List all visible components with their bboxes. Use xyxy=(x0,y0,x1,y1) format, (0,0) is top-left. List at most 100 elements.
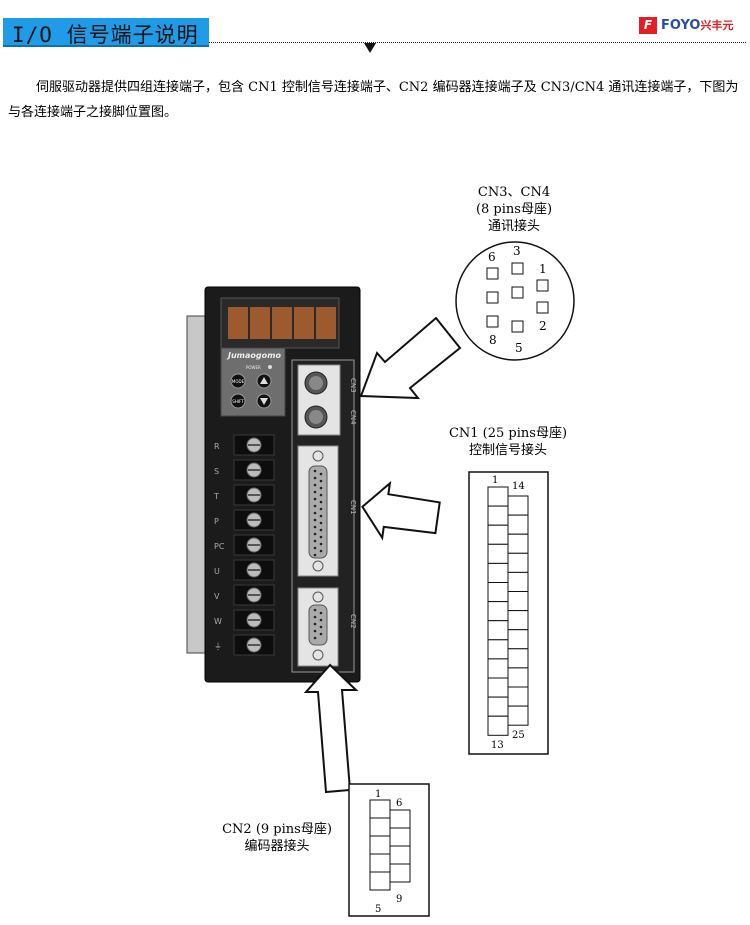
cn1-pin-cell xyxy=(507,571,529,593)
cn34-pin-3: 3 xyxy=(513,244,521,258)
port-label-cn3: CN3 xyxy=(349,378,357,393)
cn1-pin-cell xyxy=(487,658,509,679)
terminal-label: S xyxy=(214,467,219,476)
cn2-caption: CN2 (9 pins母座) 编码器接头 xyxy=(212,821,342,855)
terminal-3: T xyxy=(213,484,275,506)
terminal-4: P xyxy=(214,509,275,531)
cn2-port xyxy=(308,604,328,646)
down-arrow-icon xyxy=(260,398,268,405)
cn1-pin-cell xyxy=(487,505,509,526)
cn1-pin-cell xyxy=(507,495,529,516)
cn1-pin-cell xyxy=(507,648,529,669)
terminal-label: V xyxy=(214,592,220,601)
power-label: POWER xyxy=(246,365,261,370)
cn34-pin-2: 2 xyxy=(539,319,547,333)
cn34-subtitle: (8 pins母座) xyxy=(475,202,553,217)
heat-sink xyxy=(186,315,208,654)
arrow-to-cn34 xyxy=(359,316,462,400)
cn1-pin-cell xyxy=(487,486,509,507)
cn2-pin-5: 5 xyxy=(375,904,381,915)
cn2-pin-cell xyxy=(389,863,411,883)
cn1-pin-cell xyxy=(507,686,529,707)
terminal-1: R xyxy=(214,434,275,456)
cn2-title: CN2 (9 pins母座) xyxy=(222,822,332,837)
cn1-pin-cell xyxy=(507,533,529,554)
cn1-port xyxy=(308,465,328,559)
cn1-pin-cell xyxy=(507,591,529,612)
cn1-pin-cell xyxy=(487,639,509,660)
terminal-7: V xyxy=(214,584,275,606)
led-display xyxy=(228,307,336,339)
port-label-cn4: CN4 xyxy=(349,410,357,425)
terminal-8: W xyxy=(214,609,275,631)
terminal-label: ⏚ xyxy=(214,642,222,651)
cn1-pin-cell xyxy=(507,667,529,688)
cn1-pin-cell xyxy=(487,562,509,584)
cn1-pin-cell xyxy=(487,715,509,736)
mode-button[interactable] xyxy=(230,373,246,389)
brand-logo-icon: F xyxy=(639,17,657,34)
cn2-pin-cell xyxy=(389,809,411,829)
terminal-label: T xyxy=(213,492,219,501)
port-label-cn1: CN1 xyxy=(349,500,357,515)
terminal-9: ⏚ xyxy=(214,634,275,656)
cn34-pins xyxy=(486,262,549,333)
cn2-pin-1: 1 xyxy=(375,789,381,800)
mode-label: MODE xyxy=(232,379,245,384)
cn2-pin-cell xyxy=(389,827,411,847)
cn1-pin-cell xyxy=(487,582,509,603)
cn1-pin-cell xyxy=(487,601,509,622)
header-divider xyxy=(209,42,746,43)
cn2-pin-cell xyxy=(369,853,391,873)
terminal-block: R S T P PC U V W ⏚ xyxy=(213,434,275,656)
cn34-caption: CN3、CN4 (8 pins母座) 通讯接头 xyxy=(462,184,566,235)
cn1-pin-cell xyxy=(507,514,529,535)
arrow-to-cn2 xyxy=(303,663,359,794)
cn2-pin-9: 9 xyxy=(396,894,402,905)
cn1-pin-14: 14 xyxy=(512,481,525,492)
cn34-pin-6: 6 xyxy=(488,250,496,264)
terminal-label: U xyxy=(214,567,220,576)
cn1-pin-cell xyxy=(487,620,509,641)
header-arrow-icon xyxy=(364,43,376,53)
cn1-pin-1: 1 xyxy=(492,475,498,486)
brand-name: FOYO xyxy=(661,18,701,33)
brand-name-cn: 兴丰元 xyxy=(700,19,734,32)
drive-brand: Jumaogomo xyxy=(226,351,281,360)
cn1-pin-cell xyxy=(507,552,529,573)
intro-paragraph: 伺服驱动器提供四组连接端子，包含 CN1 控制信号连接端子、CN2 编码器连接端… xyxy=(8,80,739,120)
section-title: I/O 信号端子说明 xyxy=(12,23,199,47)
cn1-pin-13: 13 xyxy=(491,740,504,751)
terminal-5: PC xyxy=(214,534,275,556)
terminal-label: W xyxy=(214,617,222,626)
cn2-pin-cell xyxy=(389,845,411,865)
cn2-pin-cell xyxy=(369,835,391,855)
cn34-pin-5: 5 xyxy=(515,341,523,355)
port-label-cn2: CN2 xyxy=(349,614,357,629)
terminal-label: P xyxy=(214,517,219,526)
cn34-title: CN3、CN4 xyxy=(477,185,551,200)
cn2-pin-cell xyxy=(369,871,391,891)
terminal-label: PC xyxy=(214,542,225,551)
power-led-icon xyxy=(268,365,272,369)
cn34-desc: 通讯接头 xyxy=(487,219,540,234)
cn34-pin-8: 8 xyxy=(489,333,497,347)
terminal-2: S xyxy=(214,459,275,481)
cn2-desc: 编码器接头 xyxy=(244,839,310,854)
cn1-title: CN1 (25 pins母座) xyxy=(448,426,568,441)
cn1-desc: 控制信号接头 xyxy=(468,443,547,458)
cn2-pin-cell xyxy=(369,799,391,819)
brand-logo-text: FOYO兴丰元 xyxy=(661,17,733,34)
terminal-label: R xyxy=(214,442,220,451)
shift-button[interactable] xyxy=(230,393,246,409)
terminal-6: U xyxy=(214,559,275,581)
cn1-pin-cell xyxy=(507,629,529,650)
cn34-pin-1: 1 xyxy=(539,262,547,276)
shift-label: SHIFT xyxy=(232,399,244,404)
cn1-pin-cell xyxy=(487,696,509,717)
section-header-bar xyxy=(3,18,209,47)
cn1-pin-cell xyxy=(507,705,529,726)
cn1-pin-cell xyxy=(487,543,509,564)
cn1-pin-cell xyxy=(487,677,509,698)
